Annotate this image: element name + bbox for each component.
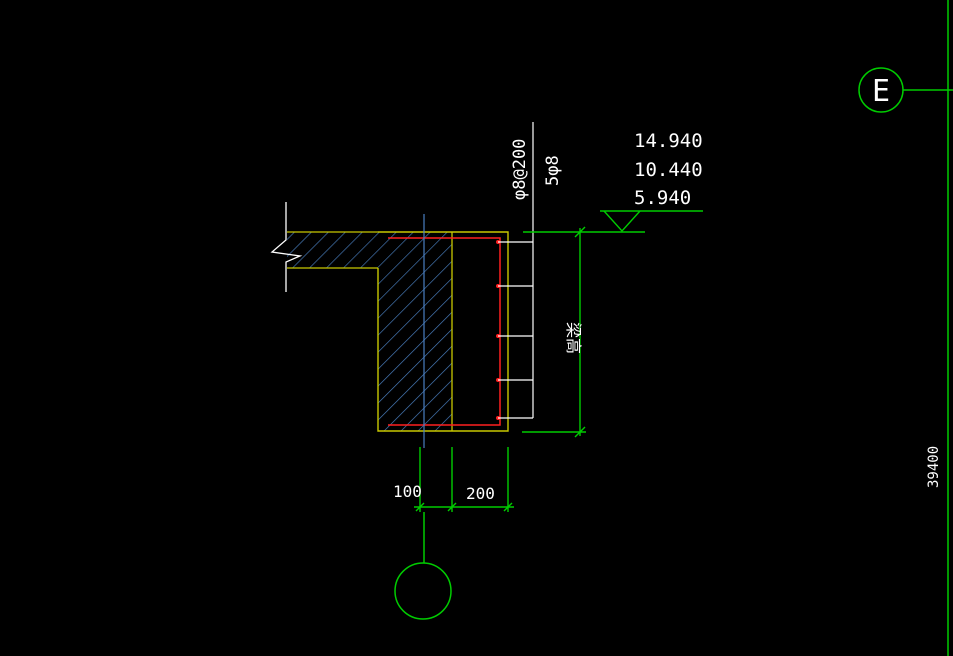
rebar-leaders	[498, 241, 533, 419]
slab-break-line	[270, 202, 303, 292]
horizontal-dimensions	[414, 447, 514, 512]
side-label: 梁高	[564, 322, 583, 354]
elevation-group: 14.940 10.440 5.940	[523, 130, 703, 233]
beam-outline	[377, 231, 509, 432]
grid-bubble-bottom	[394, 562, 452, 620]
elevation-1: 14.940	[634, 130, 703, 152]
elevation-triangle	[603, 210, 641, 233]
rebar-label-distribution: φ8@200	[510, 139, 530, 200]
dimension-vertical: 39400	[926, 446, 942, 488]
grid-axis-bottom	[394, 512, 452, 620]
rebar-stirrup	[388, 237, 501, 426]
dimension-left: 100	[393, 482, 422, 501]
elevation-3: 5.940	[634, 187, 691, 209]
dim-h-tick-2	[447, 502, 457, 512]
grid-axis-e: E	[858, 67, 953, 113]
beam-height-dimension	[522, 226, 586, 438]
dimension-right: 200	[466, 484, 495, 503]
slab	[270, 202, 378, 292]
rebar-label-main: 5φ8	[543, 155, 563, 186]
grid-label-e: E	[872, 74, 890, 109]
beam-section	[377, 122, 534, 432]
dim-v-tick-bottom	[574, 426, 586, 438]
beam-hatch	[378, 232, 452, 431]
dim-h-tick-3	[503, 502, 513, 512]
elevation-2: 10.440	[634, 159, 703, 181]
dim-v-tick-top	[574, 226, 586, 238]
dim-h-tick-1	[415, 502, 425, 512]
slab-section	[287, 232, 378, 268]
